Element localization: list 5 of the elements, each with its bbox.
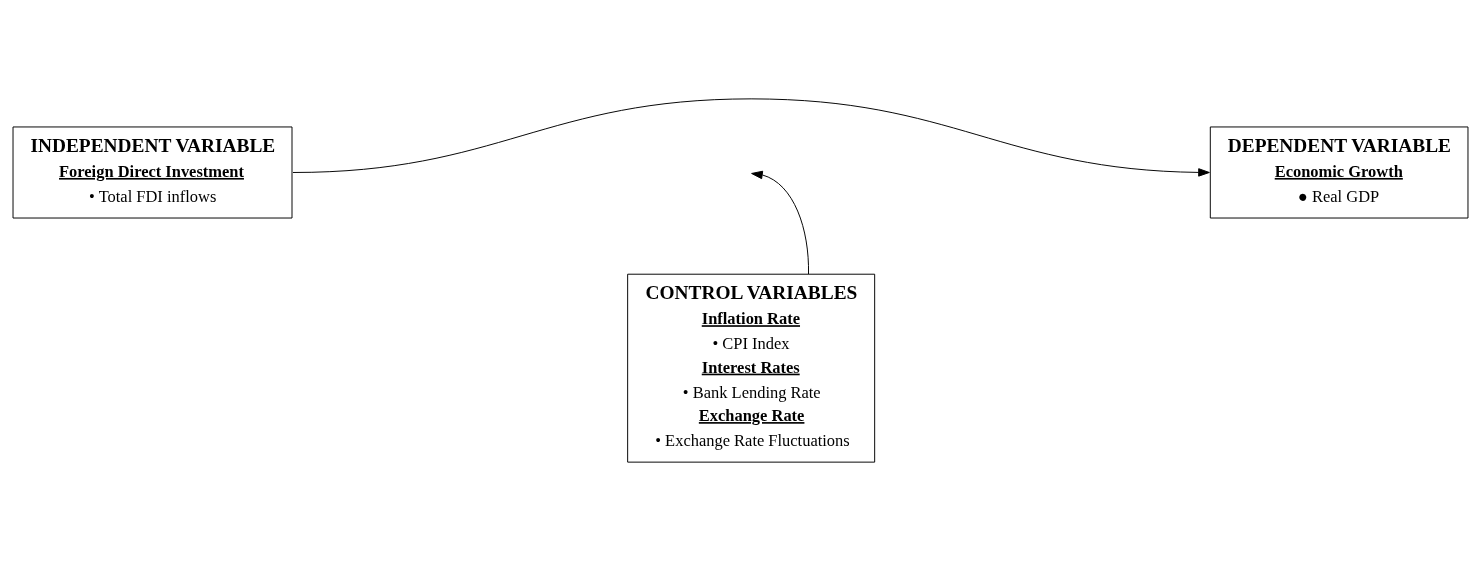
arrow (292, 98, 1210, 177)
node-box: CONTROL VARIABLES Inflation Rate • CPI Index Interest Rates • Bank Lending Rate Exchange Rate • Exchange Rate Fluctuations (627, 273, 876, 463)
arrow (751, 170, 809, 275)
node-box: DEPENDENT VARIABLE Economic Growth ● Real GDP (1209, 126, 1469, 219)
node-box: INDEPENDENT VARIABLE Foreign Direct Investment • Total FDI inflows (12, 126, 293, 219)
